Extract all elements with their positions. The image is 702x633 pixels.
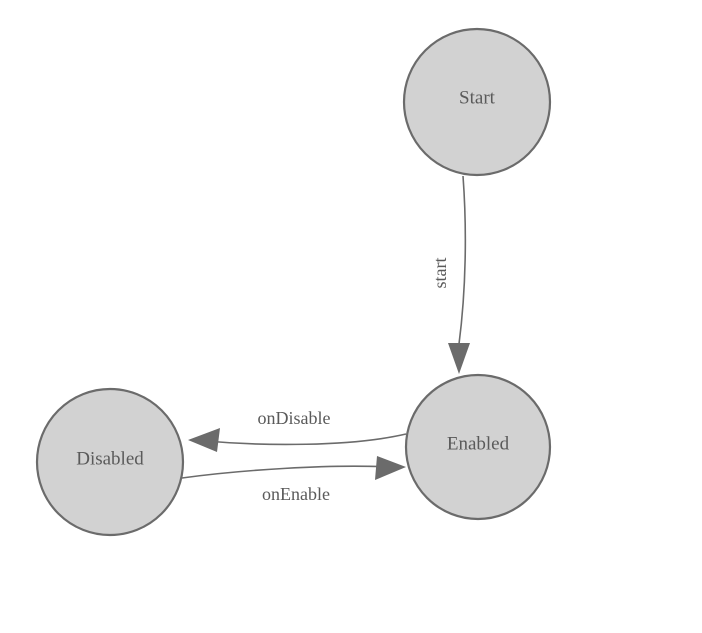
edge-label-start: start: [430, 258, 450, 289]
edge-enabled-to-disabled[interactable]: onDisable: [188, 408, 407, 452]
edge-start-to-enabled[interactable]: start: [430, 175, 470, 374]
edge-start-to-enabled-path: [458, 175, 467, 345]
state-node-enabled-label: Enabled: [447, 433, 510, 454]
state-node-disabled[interactable]: Disabled: [35, 387, 185, 537]
state-node-start-circle: [402, 27, 552, 177]
edge-label-onenable: onEnable: [262, 484, 330, 504]
arrowhead-down-icon: [448, 343, 470, 374]
edge-disabled-to-enabled[interactable]: onEnable: [181, 456, 406, 504]
edge-enabled-to-disabled-path: [205, 433, 407, 446]
state-node-start-label: Start: [459, 87, 496, 108]
edge-label-ondisable: onDisable: [258, 408, 331, 428]
state-node-start[interactable]: Start: [402, 27, 552, 177]
state-node-disabled-label: Disabled: [76, 448, 144, 469]
state-node-enabled[interactable]: Enabled: [404, 373, 552, 521]
state-node-disabled-circle: [35, 387, 185, 537]
edge-disabled-to-enabled-path: [181, 465, 390, 479]
arrowhead-right-icon: [375, 456, 406, 480]
arrowhead-left-icon: [188, 428, 220, 452]
state-node-enabled-circle: [404, 373, 552, 521]
